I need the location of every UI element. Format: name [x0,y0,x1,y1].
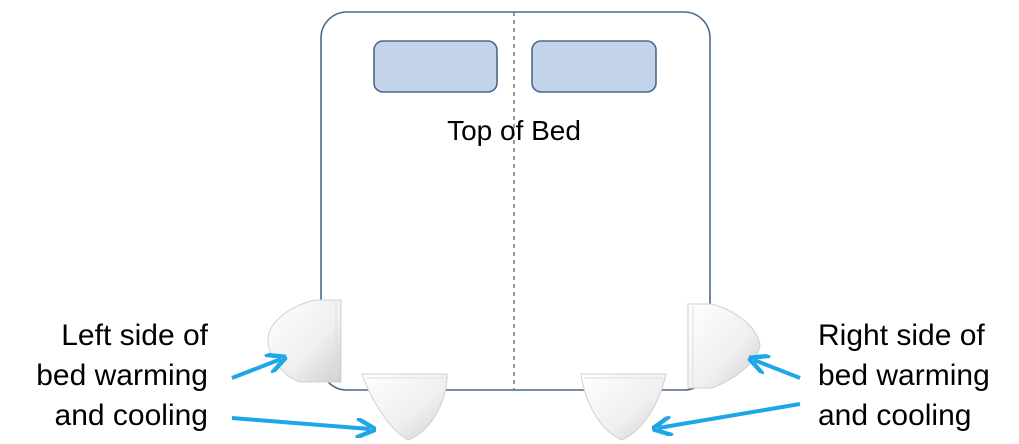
bed-climate-unit-icon [268,300,341,382]
bed-climate-unit-icon [688,304,760,388]
arrow-icon [754,360,800,378]
right-side-label-line: and cooling [818,396,1019,436]
right-side-label: Right side of bed warming and cooling [818,316,1019,436]
pillow-left [374,41,497,92]
left-side-label-line: Left side of [0,316,208,356]
top-of-bed-label: Top of Bed [447,115,581,146]
left-side-label-line: and cooling [0,396,208,436]
pillow-right [532,41,656,92]
right-side-label-line: Right side of [818,316,1019,356]
bed-climate-unit-icon [362,374,447,440]
bed-climate-unit-icon [581,374,666,440]
arrow-icon [232,418,370,429]
left-side-label-line: bed warming [0,356,208,396]
right-side-label-line: bed warming [818,356,1019,396]
arrow-icon [658,404,800,428]
left-side-label: Left side of bed warming and cooling [0,316,208,436]
arrow-icon [232,359,281,378]
